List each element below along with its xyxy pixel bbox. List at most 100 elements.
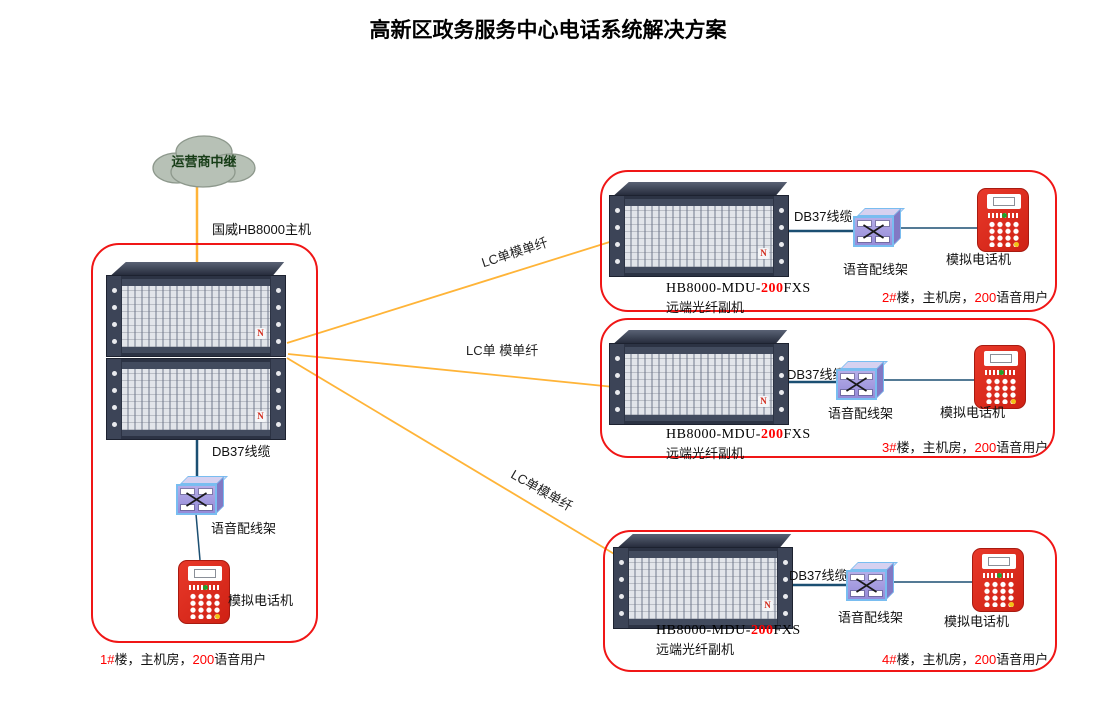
card-slots: N xyxy=(122,362,270,436)
rack-ear xyxy=(107,359,121,439)
fiber-label-1: LC单模单纤 xyxy=(479,234,550,271)
phone-green-key xyxy=(997,573,1002,578)
rack-ear xyxy=(774,344,788,424)
rack-ear xyxy=(107,276,121,356)
site-caption-3: 4#楼，主机房，200语音用户 xyxy=(882,652,1049,667)
rack-ear xyxy=(271,276,285,356)
phone-screen xyxy=(188,566,222,581)
guowei-logo-icon: N xyxy=(255,328,266,339)
mdf-front-face xyxy=(853,216,894,247)
rack-ear xyxy=(610,196,624,276)
device-model: HB8000-MDU-200FXS xyxy=(666,281,811,296)
site-caption-2: 3#楼，主机房，200语音用户 xyxy=(882,440,1049,455)
chassis-top-face xyxy=(614,182,788,195)
rack-ear xyxy=(271,359,285,439)
guowei-logo-icon: N xyxy=(758,396,769,407)
fiber-label-3: LC单模单纤 xyxy=(508,466,576,515)
device-label-2: HB8000-MDU-200FXS 远端光纤副机 xyxy=(666,427,811,462)
cross-connect-icon xyxy=(863,224,884,239)
cross-connect-icon xyxy=(846,377,867,392)
main-phone-label: 模拟电话机 xyxy=(228,593,294,608)
phone-label-2: 模拟电话机 xyxy=(940,405,1006,420)
mdf-front-face xyxy=(176,484,217,515)
remote-chassis-1: N xyxy=(609,182,789,277)
chassis-unit: N xyxy=(609,195,789,277)
guowei-logo-icon: N xyxy=(255,411,266,422)
voice-mdf-3 xyxy=(846,561,898,602)
analog-phone-2 xyxy=(974,345,1026,409)
voice-mdf-1 xyxy=(853,207,905,248)
chassis-unit: N xyxy=(106,275,286,357)
card-slots: N xyxy=(625,347,773,421)
cloud-label: 运营商中继 xyxy=(171,154,237,169)
remote-site-frame-1 xyxy=(600,170,1057,312)
analog-phone-3 xyxy=(972,548,1024,612)
main-host-label: 国威HB8000主机 xyxy=(212,222,311,237)
phone-screen xyxy=(984,351,1018,366)
device-label-1: HB8000-MDU-200FXS 远端光纤副机 xyxy=(666,281,811,316)
cross-connect-icon xyxy=(856,578,877,593)
phone-yellow-key xyxy=(1011,399,1016,404)
device-label-3: HB8000-MDU-200FXS 远端光纤副机 xyxy=(656,623,801,658)
device-model: HB8000-MDU-200FXS xyxy=(666,427,811,442)
site-caption-1: 2#楼，主机房，200语音用户 xyxy=(882,290,1049,305)
db37-label-2: DB37线缆 xyxy=(787,367,846,382)
rack-ear xyxy=(614,548,628,628)
chassis-unit: N xyxy=(613,547,793,629)
cloud-icon xyxy=(152,135,256,188)
carrier-cloud: 运营商中继 xyxy=(145,128,263,192)
main-voice-mdf xyxy=(176,475,228,516)
phone-yellow-key xyxy=(1009,602,1014,607)
mdf-label-2: 语音配线架 xyxy=(828,406,894,421)
mdf-label-1: 语音配线架 xyxy=(843,262,909,277)
device-model: HB8000-MDU-200FXS xyxy=(656,623,801,638)
analog-phone-1 xyxy=(977,188,1029,252)
remote-chassis-3: N xyxy=(613,534,793,629)
guowei-logo-icon: N xyxy=(758,248,769,259)
phone-green-key xyxy=(203,585,208,590)
chassis-top-face xyxy=(111,262,285,275)
phone-screen xyxy=(982,554,1016,569)
mdf-label-3: 语音配线架 xyxy=(838,610,904,625)
cross-connect-icon xyxy=(186,492,207,507)
main-site-caption: 1#楼，主机房，200语音用户 xyxy=(100,652,267,667)
phone-yellow-key xyxy=(1014,242,1019,247)
remote-site-frame-3 xyxy=(603,530,1057,672)
mdf-front-face xyxy=(846,570,887,601)
device-type: 远端光纤副机 xyxy=(666,300,745,315)
voice-mdf-2 xyxy=(836,360,888,401)
mdf-side-face xyxy=(886,562,894,600)
chassis-unit: N xyxy=(609,343,789,425)
mdf-side-face xyxy=(893,208,901,246)
fiber-line-2 xyxy=(287,353,615,388)
rack-ear xyxy=(778,548,792,628)
main-site-frame xyxy=(91,243,318,643)
rack-ear xyxy=(610,344,624,424)
chassis-unit: N xyxy=(106,358,286,440)
device-type: 远端光纤副机 xyxy=(666,446,745,461)
mdf-side-face xyxy=(216,476,224,514)
phone-label-1: 模拟电话机 xyxy=(946,252,1012,267)
main-analog-phone xyxy=(178,560,230,624)
remote-site-frame-2 xyxy=(600,318,1055,458)
device-type: 远端光纤副机 xyxy=(656,642,735,657)
phone-green-key xyxy=(1002,213,1007,218)
card-slots: N xyxy=(625,199,773,273)
main-chassis: N N xyxy=(106,262,286,440)
db37-label-1: DB37线缆 xyxy=(794,209,853,224)
card-slots: N xyxy=(629,551,777,625)
phone-label-3: 模拟电话机 xyxy=(944,614,1010,629)
phone-green-key xyxy=(999,370,1004,375)
phone-screen xyxy=(987,194,1021,209)
diagram-title: 高新区政务服务中心电话系统解决方案 xyxy=(369,19,727,42)
phone-yellow-key xyxy=(215,614,220,619)
mdf-side-face xyxy=(876,361,884,399)
rack-ear xyxy=(774,196,788,276)
chassis-top-face xyxy=(618,534,792,547)
fiber-line-3 xyxy=(286,357,622,559)
card-slots: N xyxy=(122,279,270,353)
main-db37-label: DB37线缆 xyxy=(212,444,271,459)
fiber-label-2: LC单 模单纤 xyxy=(466,343,539,358)
mdf-front-face xyxy=(836,369,877,400)
